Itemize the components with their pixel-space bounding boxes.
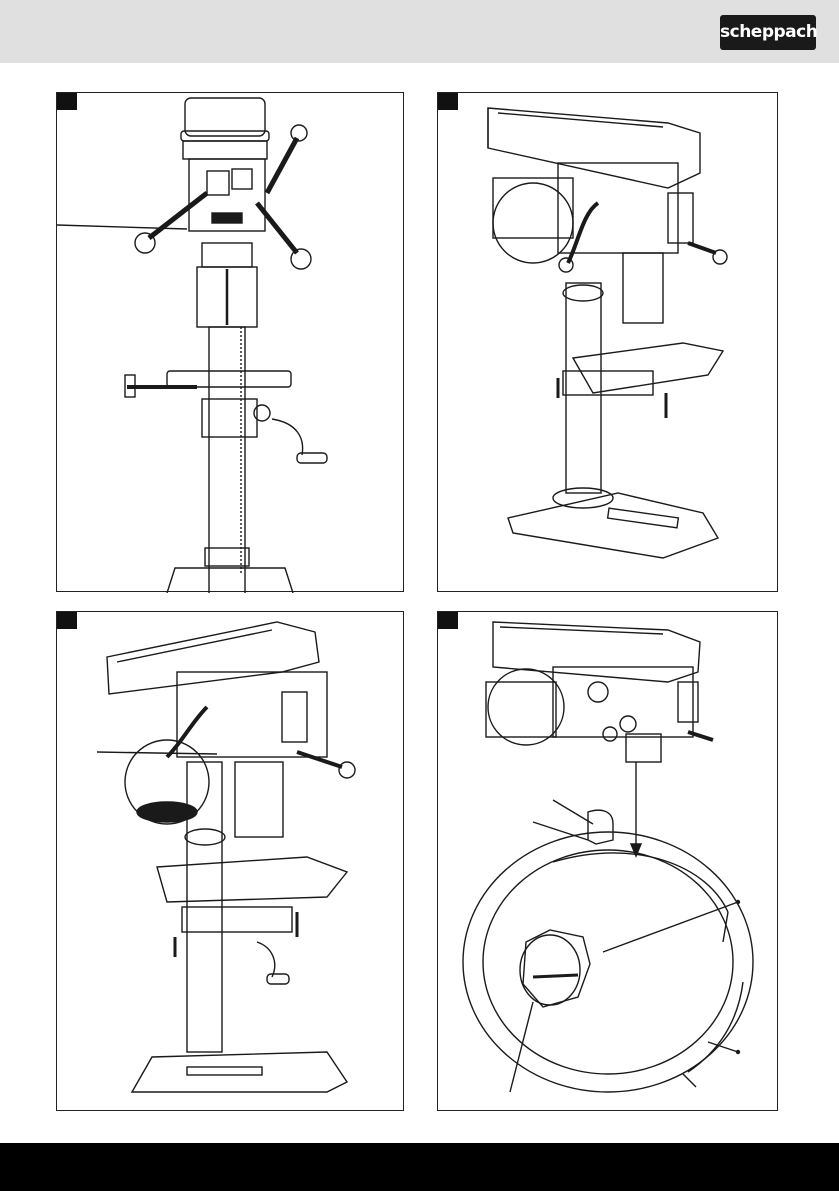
drill-press-front-illustration <box>57 93 405 593</box>
drill-press-side-illustration <box>57 612 405 1112</box>
figure-panel-3 <box>56 611 404 1111</box>
header-band: scheppach <box>0 0 839 63</box>
knob-detail-illustration <box>438 612 779 1112</box>
figure-panel-2 <box>437 92 778 592</box>
brand-logo-text: scheppach <box>720 22 816 42</box>
figure-panel-1 <box>56 92 404 592</box>
drill-press-perspective-illustration <box>438 93 779 593</box>
figure-panel-4 <box>437 611 778 1111</box>
brand-logo: scheppach <box>720 15 816 50</box>
footer-band <box>0 1143 839 1191</box>
